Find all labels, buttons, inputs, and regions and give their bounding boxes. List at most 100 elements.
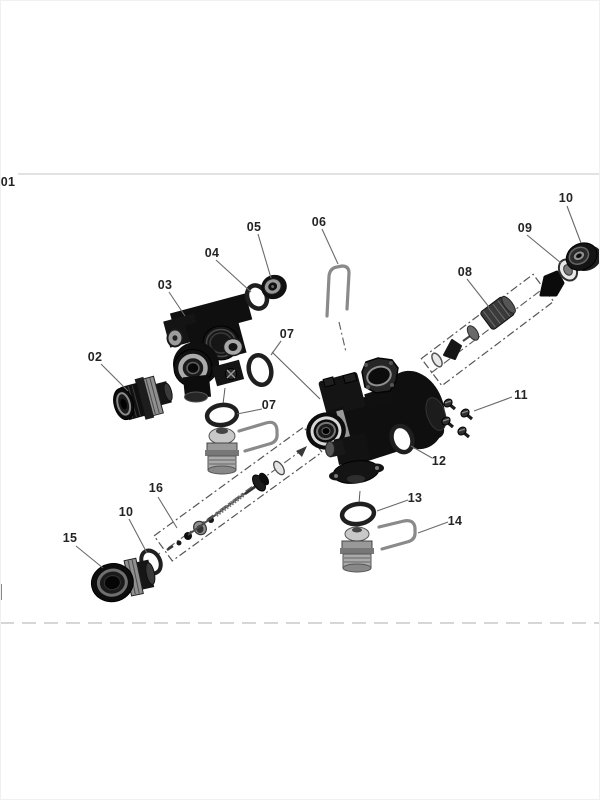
leader-line-02 <box>100 363 129 392</box>
part-03-left-valve-body <box>163 293 253 403</box>
front-port-hole <box>186 361 200 375</box>
dome-cap <box>352 527 362 533</box>
leader-line-04 <box>215 259 252 293</box>
part-label-09: 09 <box>518 221 533 235</box>
part-12-oring <box>389 423 415 455</box>
part-label-15: 15 <box>63 531 78 545</box>
fitting-bottom <box>207 465 237 475</box>
clamp-ear <box>342 371 358 385</box>
dome-cap <box>216 428 228 434</box>
leader-line-14 <box>417 521 449 534</box>
part-10a-cap-nut <box>565 242 600 271</box>
top-flange-ring <box>366 365 392 387</box>
part-02-adapter-fitting <box>113 375 173 421</box>
axis-oring07a-to-inlet <box>271 351 321 400</box>
axis-left-valve-outlet <box>222 387 226 405</box>
washer <box>273 460 285 476</box>
drain-fitting-left <box>205 427 239 475</box>
scan-artifact <box>0 584 2 600</box>
flange-bolt <box>390 383 394 387</box>
leader-line-12 <box>410 445 433 459</box>
thread-line <box>131 384 141 417</box>
flange-stub <box>347 475 365 483</box>
fitting-front-hole <box>120 398 127 410</box>
leader-line-08 <box>466 278 490 308</box>
axis-cartridge-08 <box>430 287 545 374</box>
screw <box>441 416 455 429</box>
nut-hole <box>576 253 582 259</box>
screw-slot <box>458 428 466 432</box>
part-11-screws <box>441 398 474 439</box>
part-06-retaining-clip <box>325 264 351 318</box>
boss-connector-hole <box>228 343 238 351</box>
leader-line-03 <box>168 291 186 317</box>
part-14-retaining-clip <box>377 519 417 551</box>
poppet-stem <box>244 485 256 496</box>
spring <box>214 493 245 517</box>
flange-ear-hole <box>334 474 338 478</box>
part-16-spindle-assembly <box>166 460 285 552</box>
screw-cross <box>226 369 236 379</box>
fitting-ribbed-collar <box>341 540 373 550</box>
poppet-cap <box>258 472 270 486</box>
inlet-gland-hole <box>321 427 331 435</box>
part-15-union-fitting <box>90 557 156 603</box>
screw <box>443 398 457 411</box>
bottom-tube-face <box>184 391 208 403</box>
nut-center <box>271 285 275 289</box>
leader-line-10a <box>566 205 582 244</box>
plug-stem <box>462 335 471 342</box>
cartridge-hatch <box>487 307 501 324</box>
screw <box>457 426 471 439</box>
cartridge-hatch <box>492 303 506 321</box>
cartridge-hatch <box>497 300 511 317</box>
elbow-spout-face <box>325 441 335 457</box>
gland-hole <box>103 575 121 591</box>
part-label-02: 02 <box>88 350 103 364</box>
part-label-07a: 07 <box>280 327 295 341</box>
collar-rib <box>149 378 160 414</box>
page-frame <box>0 173 600 624</box>
leader-line-05 <box>257 233 272 279</box>
part-08-cartridge-assembly <box>431 295 516 368</box>
retaining-clip-unlabeled <box>237 420 279 453</box>
spindle-16-dashed-box <box>153 426 323 562</box>
clamp-ear <box>322 376 336 388</box>
cartridge-body <box>480 295 516 330</box>
fitting-tail-face <box>145 562 156 585</box>
part-label-11: 11 <box>514 388 528 402</box>
part-label-12: 12 <box>432 454 447 468</box>
flange-ear-hole <box>375 466 379 470</box>
leader-line-13 <box>376 499 409 512</box>
collar-rib <box>145 379 156 415</box>
right-end-cap <box>425 397 447 431</box>
leader-line-11 <box>473 396 513 412</box>
bead <box>176 540 182 546</box>
leader-line-07a <box>270 340 282 356</box>
fitting-bottom <box>342 563 372 573</box>
drain-fitting-right <box>340 526 374 573</box>
small-washer <box>431 352 443 368</box>
screw <box>460 408 474 421</box>
axis-arrowhead <box>296 446 307 457</box>
leader-line-07b <box>236 408 263 415</box>
axis-clip06-to-valve <box>338 321 347 353</box>
part-label-13: 13 <box>408 491 423 505</box>
right-valve-body <box>306 357 447 484</box>
part-label-10b: 10 <box>119 505 134 519</box>
part-label-05: 05 <box>247 220 262 234</box>
leader-line-06 <box>321 228 339 265</box>
screw-slot <box>442 418 450 422</box>
cartridge-end <box>501 295 516 314</box>
leader-line-10b <box>128 518 148 554</box>
axis-spindle-16 <box>167 446 307 549</box>
fitting-flange <box>205 450 239 456</box>
packing-cone <box>539 270 565 297</box>
part-label-16: 16 <box>149 481 164 495</box>
leader-line-15 <box>75 545 104 569</box>
pin <box>166 544 174 552</box>
axis-right-valve-outlet <box>358 490 361 504</box>
